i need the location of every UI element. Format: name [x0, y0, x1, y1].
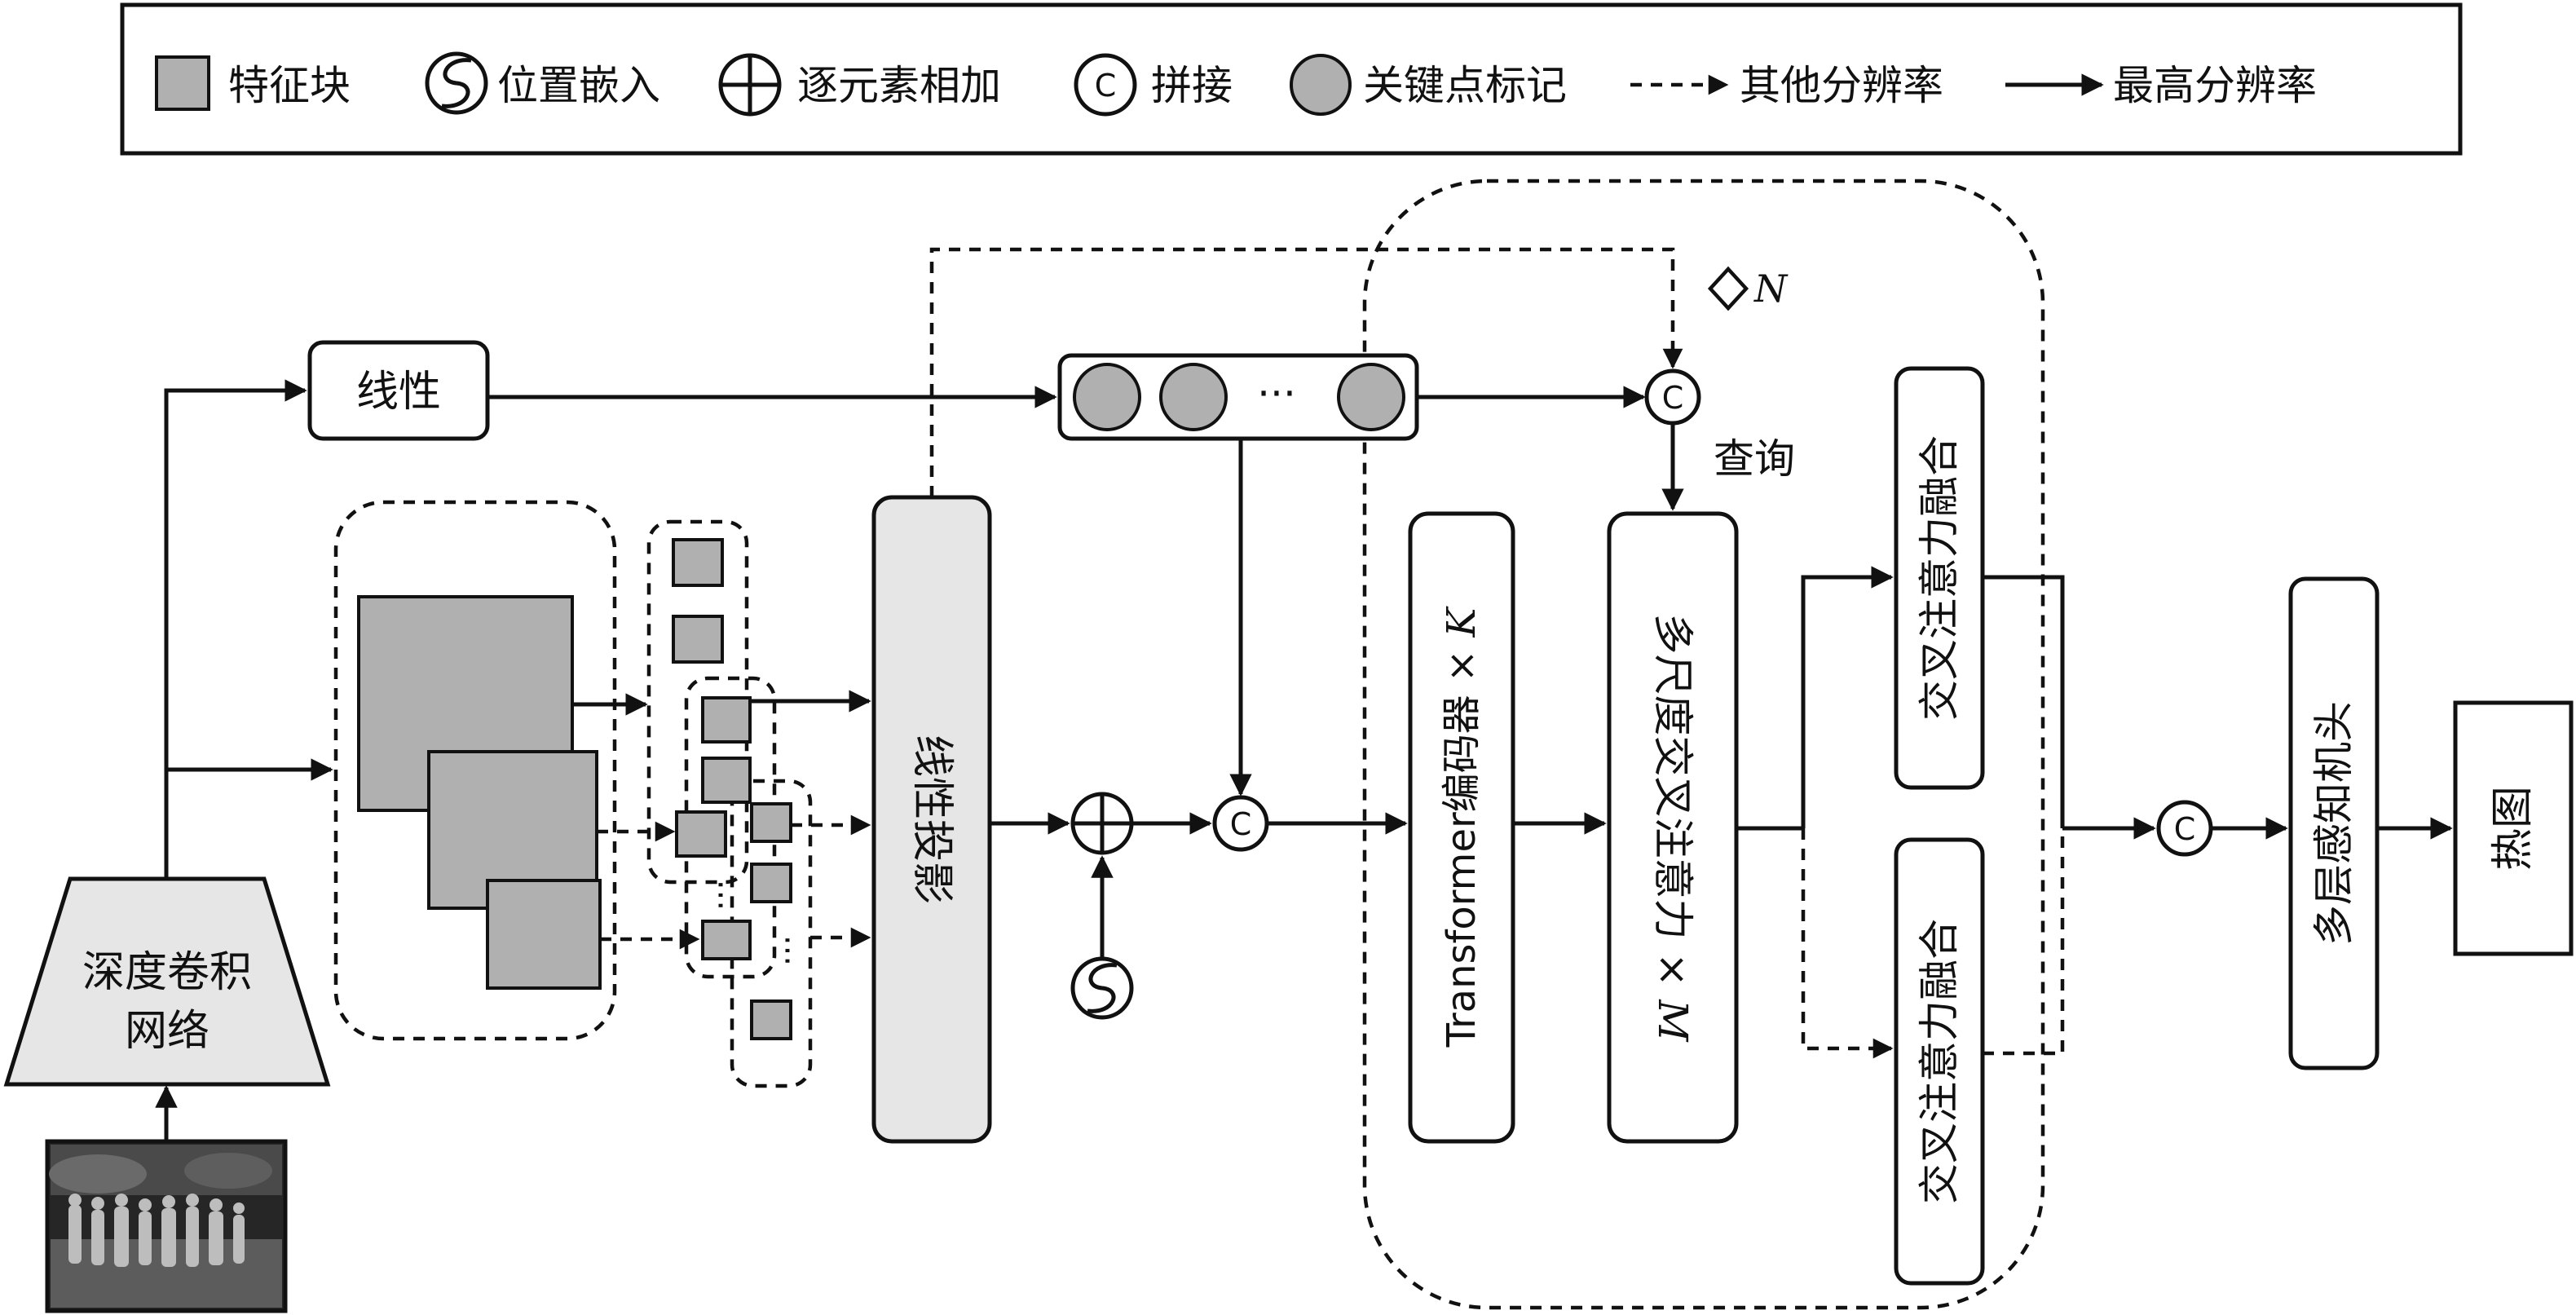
feature-block-icon	[155, 55, 210, 111]
keypoint-token	[1073, 363, 1141, 431]
heatmap-box	[2453, 700, 2574, 956]
multiscale-text: 多尺度交叉注意力 ×	[1649, 614, 1696, 1000]
transformer-repeat-k: K	[1439, 606, 1484, 638]
linear-projection-label: 线性投影	[907, 735, 956, 904]
patch-tokens	[672, 538, 792, 1040]
mlp-head-label: 多层感知机头	[2310, 701, 2358, 946]
patch-ellipsis-2: ···	[768, 935, 805, 966]
cross-fusion-top-label: 交叉注意力融合	[1916, 435, 1963, 721]
patch	[675, 810, 727, 858]
legend-concat: 拼接	[1151, 62, 1233, 109]
concat-node-2-letter: C	[1662, 380, 1684, 416]
arrow-to-fusion-top	[1801, 566, 1894, 828]
cnn-label-line1: 深度卷积	[82, 948, 252, 997]
pos-embed-icon	[425, 51, 488, 115]
cross-fusion-bottom-label: 交叉注意力融合	[1916, 919, 1963, 1204]
legend-other-res: 其他分辨率	[1740, 62, 1943, 109]
legend-feature-block: 特征块	[228, 62, 351, 109]
multiscale-cross-attention-label: 多尺度交叉注意力 × M	[1649, 614, 1696, 1044]
patch	[672, 538, 724, 587]
transformer-encoder-text: Transformer编码器 ×	[1439, 638, 1484, 1048]
cross-attention-fusion-bottom	[1894, 837, 1985, 1286]
legend-highest-res: 最高分辨率	[2113, 62, 2317, 109]
patch	[750, 863, 792, 903]
patch	[750, 999, 792, 1040]
concat-icon-letter: C	[1095, 68, 1117, 104]
mlp-head-block	[2288, 576, 2380, 1070]
patch	[672, 615, 724, 664]
pos-embed-node	[1070, 956, 1134, 1020]
keypoint-token	[1159, 363, 1228, 431]
patch	[701, 696, 752, 744]
input-photo	[45, 1139, 288, 1313]
concat-icon: C	[1074, 53, 1137, 117]
patch	[701, 757, 752, 804]
linear-box	[307, 340, 490, 441]
concat-node-3-letter: C	[2174, 811, 2196, 847]
repeat-n-label: N	[1753, 267, 1789, 311]
line-fusion-bottom-out	[1983, 828, 2065, 1056]
repeat-n-marker: N	[1707, 266, 1789, 311]
legend-pos-embed: 位置嵌入	[497, 62, 660, 109]
feature-map-small	[486, 879, 602, 990]
patch	[750, 802, 792, 843]
transformer-repeat-group	[1362, 179, 2045, 1310]
multiscale-feature-group	[333, 500, 617, 1041]
keypoint-token	[1337, 363, 1405, 431]
repeat-n-diamond	[1707, 266, 1749, 311]
legend-elementwise-add: 逐元素相加	[797, 62, 1001, 109]
dashed-proj-to-concat	[929, 247, 1683, 497]
legend-keypoint-token: 关键点标记	[1363, 62, 1567, 109]
cnn-label-line2: 网络	[125, 1007, 210, 1056]
arrow-to-fusion-bottom	[1801, 828, 1894, 1059]
transformer-encoder-label: Transformer编码器 × K	[1439, 606, 1484, 1048]
add-node	[1070, 792, 1134, 855]
connections	[155, 247, 2453, 1141]
arrow-cnn-to-linear	[164, 379, 307, 879]
patch-ellipsis-1: ···	[701, 880, 739, 911]
keypoint-ellipsis: ···	[1257, 370, 1296, 417]
linear-label: 线性	[356, 368, 441, 417]
deep-cnn-block	[3, 876, 331, 1087]
multiscale-repeat-m: M	[1649, 999, 1696, 1043]
add-icon	[718, 53, 782, 117]
concat-node-1-letter: C	[1230, 806, 1252, 842]
transformer-encoder-block	[1408, 511, 1515, 1144]
line-fusion-top-out	[1983, 575, 2065, 828]
heatmap-label: 热图	[2489, 786, 2538, 871]
keypoint-token-icon	[1290, 54, 1352, 116]
patch	[701, 920, 752, 960]
legend: 特征块 位置嵌入 逐元素相加 C 拼接 关键点标记 其他分辨率 最高分辨率	[120, 2, 2463, 156]
query-label: 查询	[1714, 435, 1795, 483]
